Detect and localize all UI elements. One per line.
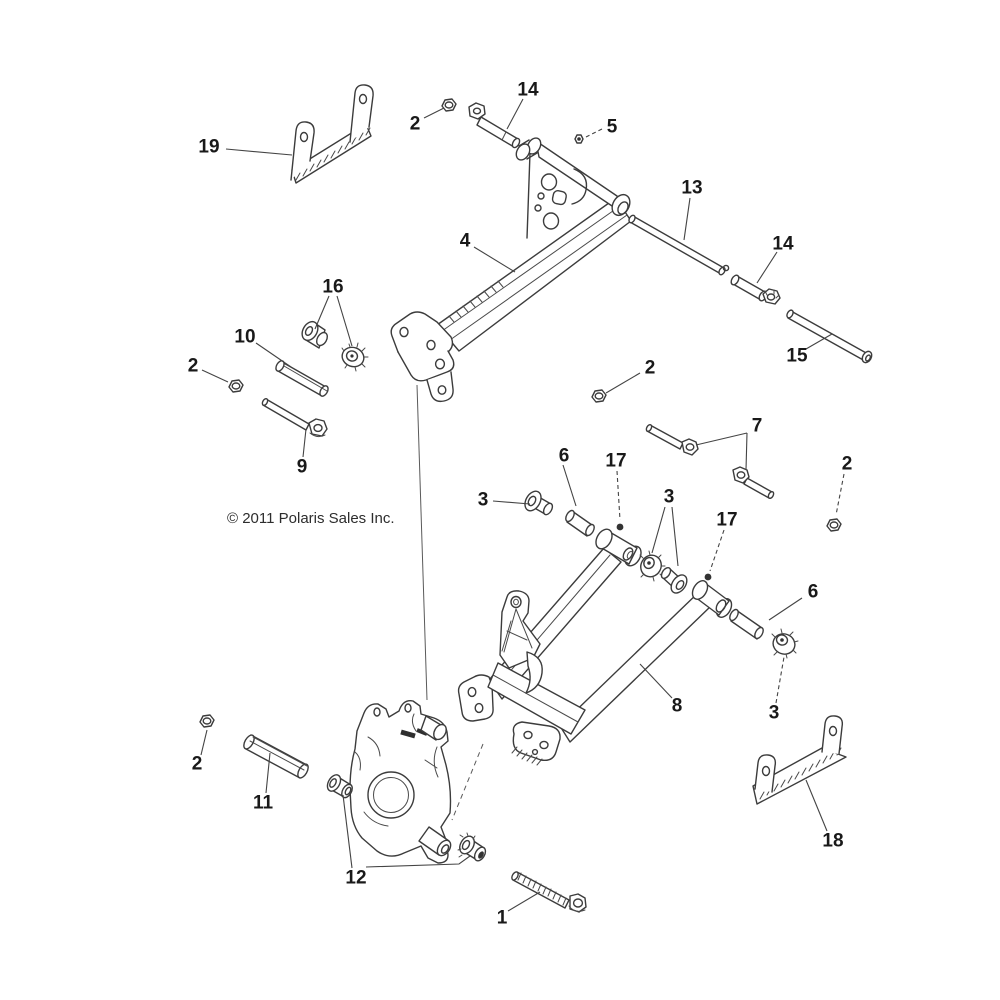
callout-2: 2 [645,358,656,379]
leader-line-4 [473,246,516,273]
bushing-3c [660,566,688,594]
callout-2: 2 [842,454,853,475]
leader-line-11 [265,752,271,794]
frame-bracket-18 [752,715,847,805]
leader-line-9 [302,428,307,458]
leader-line-2 [200,729,208,756]
upper-a-arm [390,137,632,403]
leader-line-6 [768,597,803,621]
leader-line-1 [507,891,541,912]
spacer-14 [730,274,781,305]
callout-10: 10 [234,327,255,348]
leader-line-7 [695,432,748,446]
spacer-6a [565,509,595,537]
callout-3: 3 [478,490,489,511]
leader-line-2 [605,372,641,394]
callout-2: 2 [192,754,203,775]
callout-7: 7 [752,416,763,437]
bolt-14 [468,102,521,149]
frame-bracket-19 [290,84,374,184]
leader-line-14 [756,251,778,284]
callout-2: 2 [188,356,199,377]
flange-nut-2e [199,714,215,728]
callout-12: 12 [345,868,366,889]
leader-line-18 [805,779,828,832]
flange-nut-2a [441,98,457,112]
pivot-shaft-13 [628,214,730,276]
callout-17: 17 [605,451,626,472]
knuckle [349,700,452,864]
spacer-10 [275,360,329,397]
assembly-lines-layer [416,384,484,821]
leader-line-2 [835,473,845,516]
callout-4: 4 [460,231,471,252]
leader-line-6 [562,464,577,507]
leader-line-2 [201,369,229,383]
leader-line-3 [492,500,531,505]
leader-line-3 [671,506,679,567]
spacer-6b [729,608,764,640]
leader-line-17 [709,529,725,572]
callout-19: 19 [198,137,219,158]
leader-line-14 [506,98,524,130]
flange-nut-2d [826,518,842,532]
grease-fitting-17a [616,523,624,531]
callout-17: 17 [716,510,737,531]
shaft-11 [243,734,309,779]
bushing-16a [301,320,329,349]
callout-2: 2 [410,114,421,135]
bushing-12a [326,774,353,799]
callout-14: 14 [772,234,794,255]
leader-line-3 [651,506,666,554]
leader-line-10 [255,342,292,368]
leader-line-13 [683,197,691,241]
assembly-line-2 [451,743,484,821]
callout-11: 11 [253,793,274,814]
callout-15: 15 [786,346,808,367]
leader-line-2 [423,107,445,119]
bushing-16b [341,342,369,372]
callout-1: 1 [497,908,508,929]
leader-line-12 [365,855,471,868]
leader-line-7 [745,432,748,471]
callout-18: 18 [822,831,843,852]
flange-nut-2b [228,379,244,393]
leader-line-16 [314,295,330,330]
callout-6: 6 [808,582,819,603]
bolt-1 [511,871,587,913]
bolt-7a [645,423,699,456]
shock-tower-bracket [487,590,586,766]
lower-control-arm-rear [559,580,733,743]
bolt-9 [261,397,328,438]
callout-9: 9 [297,457,308,478]
flange-nut-2c [591,389,607,403]
leader-line-5 [585,128,603,138]
callout-3: 3 [664,487,675,508]
leader-line-3 [775,656,785,704]
screw-5 [574,134,584,144]
callout-3: 3 [769,703,780,724]
bushing-12b [457,832,487,862]
leader-line-8 [639,663,673,699]
callouts-layer: 19 2 14 5 13 14 15 4 16 10 2 9 2 7 2 6 17 3 3 17 6 8 3 2 11 12 18 1 [188,80,853,929]
leader-line-16 [336,295,353,347]
leader-line-17 [616,470,621,521]
callout-6: 6 [559,446,570,467]
callout-13: 13 [681,178,702,199]
leader-line-19 [225,148,293,156]
callout-16: 16 [322,277,343,298]
leader-line-12 [342,794,353,869]
leader-line-15 [805,333,833,350]
grease-fitting-17b [704,573,712,581]
assembly-line-1 [416,384,428,701]
callout-14: 14 [517,80,539,101]
bushing-3d [771,628,799,659]
bolt-7b [732,466,775,500]
copyright-text: © 2011 Polaris Sales Inc. [227,510,395,527]
callout-5: 5 [607,117,618,138]
callout-8: 8 [672,696,683,717]
bushing-3a [524,490,554,516]
